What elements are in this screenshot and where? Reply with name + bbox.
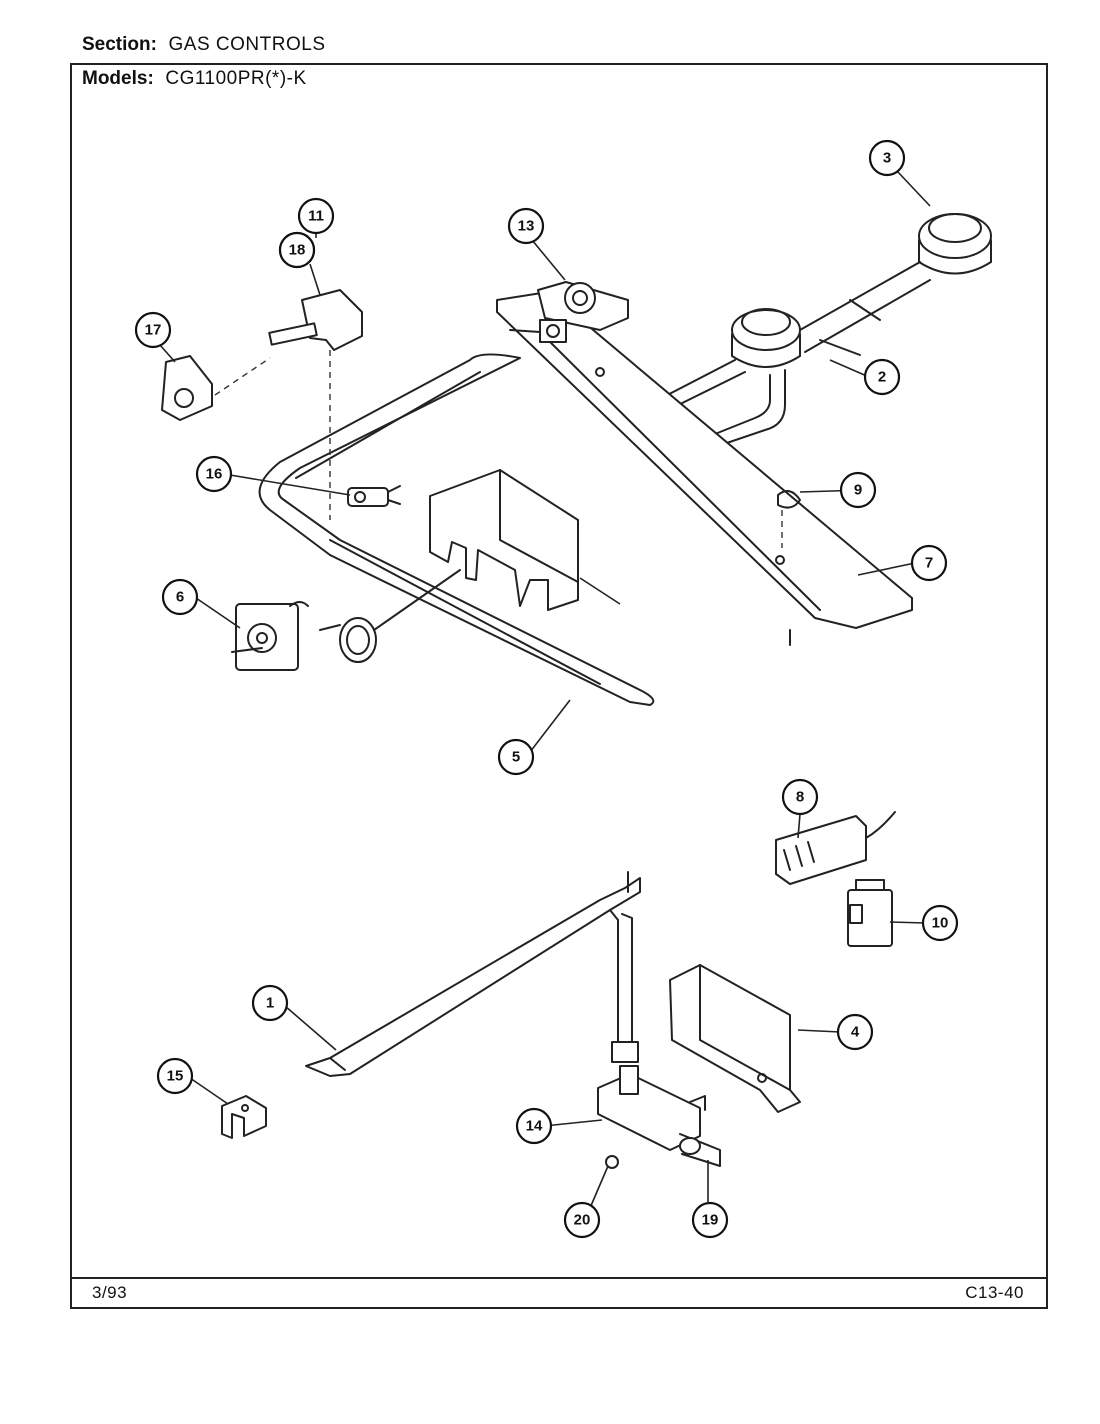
section-header: Section: GAS CONTROLS [82, 34, 326, 56]
small-bracket [221, 1095, 267, 1139]
callout-number: 11 [308, 208, 324, 225]
pressure-regulator [537, 281, 629, 343]
callout-number: 8 [796, 789, 804, 806]
footer-code: C13-40 [965, 1283, 1024, 1302]
spark-electrode [347, 485, 401, 507]
callout-13: 13 [507, 207, 545, 245]
callout-circle [134, 311, 172, 349]
callout-20: 20 [563, 1201, 601, 1239]
callout-circle [836, 1013, 874, 1051]
callout-circle [910, 544, 948, 582]
callout-circle [497, 738, 535, 776]
callout-number: 4 [851, 1024, 860, 1041]
callout-circle [297, 197, 335, 235]
callout-circle [921, 904, 959, 942]
callout-2: 2 [863, 358, 901, 396]
callout-9: 9 [839, 471, 877, 509]
footer-date: 3/93 [92, 1283, 128, 1302]
safety-valve [597, 1065, 721, 1169]
callout-circle [507, 207, 545, 245]
diagram-frame [70, 63, 1048, 1309]
callout-number: 1 [266, 995, 274, 1012]
callout-7: 7 [910, 544, 948, 582]
callout-number: 9 [854, 482, 862, 499]
clip [777, 490, 801, 548]
callout-circle [278, 231, 316, 269]
callout-circle [195, 455, 233, 493]
callout-circle [156, 1057, 194, 1095]
oven-burner-tube [258, 353, 655, 706]
section-label: Section: [82, 34, 157, 55]
callout-number: 17 [145, 322, 162, 339]
callout-number: 20 [574, 1212, 591, 1229]
callout-group: 1234567891011121314151617181920 [134, 139, 959, 1239]
callout-11: 11 [297, 197, 335, 235]
callout-number: 6 [176, 589, 184, 606]
callout-circle [515, 1107, 553, 1145]
callout-number: 16 [206, 466, 223, 483]
callout-10: 10 [921, 904, 959, 942]
callout-number: 10 [932, 915, 949, 932]
callout-1: 1 [251, 984, 289, 1022]
callout-circle [781, 778, 819, 816]
igniter-switch [161, 289, 363, 520]
section-value: GAS CONTROLS [168, 34, 326, 55]
callout-5: 5 [497, 738, 535, 776]
callout-circle [691, 1201, 729, 1239]
callout-6: 6 [161, 578, 199, 616]
callout-16: 16 [195, 455, 233, 493]
callout-circle [863, 358, 901, 396]
callout-15: 15 [156, 1057, 194, 1095]
spark-module [775, 811, 896, 885]
callout-number: 18 [289, 242, 306, 259]
callout-17: 17 [134, 311, 172, 349]
callout-8: 8 [781, 778, 819, 816]
ignition-part [847, 879, 893, 947]
callout-circle [251, 984, 289, 1022]
callout-number: 14 [526, 1118, 543, 1135]
callout-4: 4 [836, 1013, 874, 1051]
callout-19: 19 [691, 1201, 729, 1239]
callout-3: 3 [868, 139, 906, 177]
mounting-bracket [669, 964, 801, 1113]
callout-14: 14 [515, 1107, 553, 1145]
heat-shield [429, 469, 579, 611]
callout-number: 2 [878, 369, 886, 386]
callout-circle [839, 471, 877, 509]
callout-number: 3 [883, 150, 891, 167]
broil-burner-tube [305, 871, 641, 1077]
models-label: Models: [82, 68, 154, 89]
callout-circle [563, 1201, 601, 1239]
callout-number: 13 [518, 218, 535, 235]
callout-18: 18 [278, 231, 316, 269]
callout-circle [868, 139, 906, 177]
callout-number: 5 [512, 749, 520, 766]
footer-rule [70, 1277, 1048, 1279]
callout-number: 15 [167, 1068, 184, 1085]
leader-lines [159, 170, 931, 1209]
thermostat [231, 569, 461, 671]
callout-number: 19 [702, 1212, 719, 1229]
callout-circle [161, 578, 199, 616]
callout-number: 7 [925, 555, 933, 572]
models-header: Models: CG1100PR(*)-K [82, 68, 307, 90]
models-value: CG1100PR(*)-K [165, 68, 307, 89]
